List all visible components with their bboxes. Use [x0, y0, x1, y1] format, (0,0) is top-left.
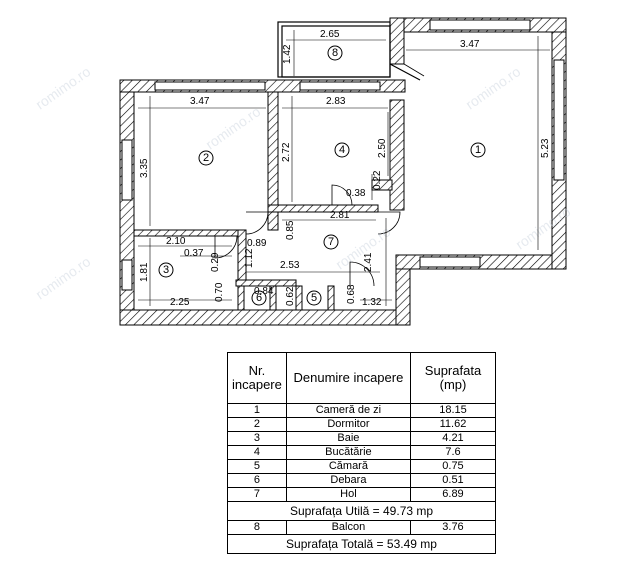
- dim-112: 1.12: [244, 248, 255, 268]
- interior-walls: [133, 91, 393, 311]
- svg-text:5: 5: [311, 292, 317, 304]
- cell-name: Balcon: [285, 520, 411, 535]
- useful-area-row: Suprafața Utilă = 49.73 mp: [227, 501, 496, 521]
- cell-area: 0.51: [409, 473, 497, 488]
- table-header-row: Nr. incapere Denumire incapere Suprafata…: [227, 352, 497, 404]
- room-labels: 1 2 3 4 5 6 7 8: [158, 45, 486, 306]
- cell-area: 4.21: [409, 431, 497, 446]
- cell-name: Baie: [285, 431, 411, 446]
- dim-068: 0.68: [346, 284, 357, 304]
- dim-335: 3.35: [139, 158, 150, 178]
- room-area-table: Nr. incapere Denumire incapere Suprafata…: [227, 352, 497, 554]
- room-3-marker: 3: [158, 262, 174, 278]
- svg-text:romimo.ro: romimo.ro: [463, 63, 524, 112]
- cell-nr: 8: [227, 520, 287, 535]
- dim-089: 0.89: [247, 238, 267, 249]
- dim-347-top: 3.47: [460, 39, 480, 50]
- dim-281: 2.81: [330, 210, 350, 221]
- room-5-marker: 5: [306, 290, 322, 306]
- dim-037: 0.37: [184, 248, 204, 259]
- svg-text:romimo.ro: romimo.ro: [203, 103, 264, 152]
- svg-text:7: 7: [328, 236, 334, 248]
- svg-text:4: 4: [339, 144, 345, 156]
- cell-name: Dormitor: [285, 417, 411, 432]
- cell-area: 0.75: [409, 459, 497, 474]
- cell-name: Debara: [285, 473, 411, 488]
- cell-nr: 3: [227, 431, 287, 446]
- table-row: 1 Cameră de zi 18.15: [227, 403, 497, 418]
- room-8-marker: 8: [327, 45, 343, 61]
- balcony-outline: [277, 21, 421, 81]
- dim-022: 0.22: [372, 170, 383, 190]
- cell-area: 3.76: [409, 520, 497, 535]
- cell-nr: 5: [227, 459, 287, 474]
- cell-nr: 1: [227, 403, 287, 418]
- room-6-marker: 6: [251, 290, 267, 306]
- cell-area: 18.15: [409, 403, 497, 418]
- svg-text:6: 6: [256, 292, 262, 304]
- cell-nr: 2: [227, 417, 287, 432]
- cell-area: 6.89: [409, 487, 497, 502]
- cell-nr: 4: [227, 445, 287, 460]
- dim-038: 0.38: [346, 188, 366, 199]
- dim-142: 1.42: [282, 44, 293, 64]
- cell-nr: 7: [227, 487, 287, 502]
- cell-name: Cameră de zi: [285, 403, 411, 418]
- room-2-marker: 2: [198, 150, 214, 166]
- svg-text:8: 8: [332, 47, 338, 59]
- cell-name: Bucătărie: [285, 445, 411, 460]
- header-name: Denumire incapere: [285, 352, 411, 404]
- dim-062: 0.62: [285, 286, 296, 306]
- dim-265: 2.65: [320, 29, 340, 40]
- dimension-labels: 2.65 1.42 3.47 3.47 2.83 5.23 3.35 2.72 …: [139, 29, 551, 308]
- windows: [121, 19, 565, 291]
- dim-225: 2.25: [170, 297, 190, 308]
- svg-text:3: 3: [163, 264, 169, 276]
- header-area: Suprafata (mp): [409, 352, 497, 404]
- header-nr: Nr. incapere: [227, 352, 287, 404]
- dim-070: 0.70: [214, 282, 225, 302]
- dim-029: 0.29: [210, 252, 221, 272]
- table-row: 2 Dormitor 11.62: [227, 417, 497, 432]
- outer-walls: [119, 17, 567, 326]
- dim-283: 2.83: [326, 96, 346, 107]
- svg-text:romimo.ro: romimo.ro: [33, 253, 94, 302]
- useful-area-total: Suprafața Utilă = 49.73 mp: [227, 501, 496, 521]
- table-row: 6 Debara 0.51: [227, 473, 497, 488]
- dim-085: 0.85: [285, 220, 296, 240]
- svg-text:2: 2: [203, 152, 209, 164]
- door-swings: [214, 63, 425, 287]
- dim-250: 2.50: [377, 138, 388, 158]
- dim-132: 1.32: [362, 297, 382, 308]
- table-row: 3 Baie 4.21: [227, 431, 497, 446]
- dim-272: 2.72: [281, 142, 292, 162]
- cell-name: Cămară: [285, 459, 411, 474]
- cell-name: Hol: [285, 487, 411, 502]
- cell-area: 7.6: [409, 445, 497, 460]
- cell-area: 11.62: [409, 417, 497, 432]
- table-row: 7 Hol 6.89: [227, 487, 497, 502]
- floor-plan: romimo.ro romimo.ro romimo.ro romimo.ro …: [33, 17, 574, 326]
- total-area-row: Suprafața Totală = 53.49 mp: [227, 534, 496, 554]
- dim-253: 2.53: [280, 260, 300, 271]
- table-row: 5 Cămară 0.75: [227, 459, 497, 474]
- room-1-marker: 1: [470, 142, 486, 158]
- balcony-row: 8 Balcon 3.76: [227, 520, 497, 535]
- dimension-lines: [138, 30, 550, 306]
- table-row: 4 Bucătărie 7.6: [227, 445, 497, 460]
- total-area: Suprafața Totală = 53.49 mp: [227, 534, 496, 554]
- dim-241: 2.41: [363, 252, 374, 272]
- dim-523: 5.23: [540, 138, 551, 158]
- dim-210: 2.10: [166, 236, 186, 247]
- dim-181: 1.81: [139, 262, 150, 282]
- dim-347-left: 3.47: [190, 96, 210, 107]
- svg-text:1: 1: [475, 144, 481, 156]
- dim-084: 0.84: [254, 286, 274, 297]
- room-7-marker: 7: [323, 234, 339, 250]
- cell-nr: 6: [227, 473, 287, 488]
- svg-text:romimo.ro: romimo.ro: [33, 63, 94, 112]
- room-4-marker: 4: [334, 142, 350, 158]
